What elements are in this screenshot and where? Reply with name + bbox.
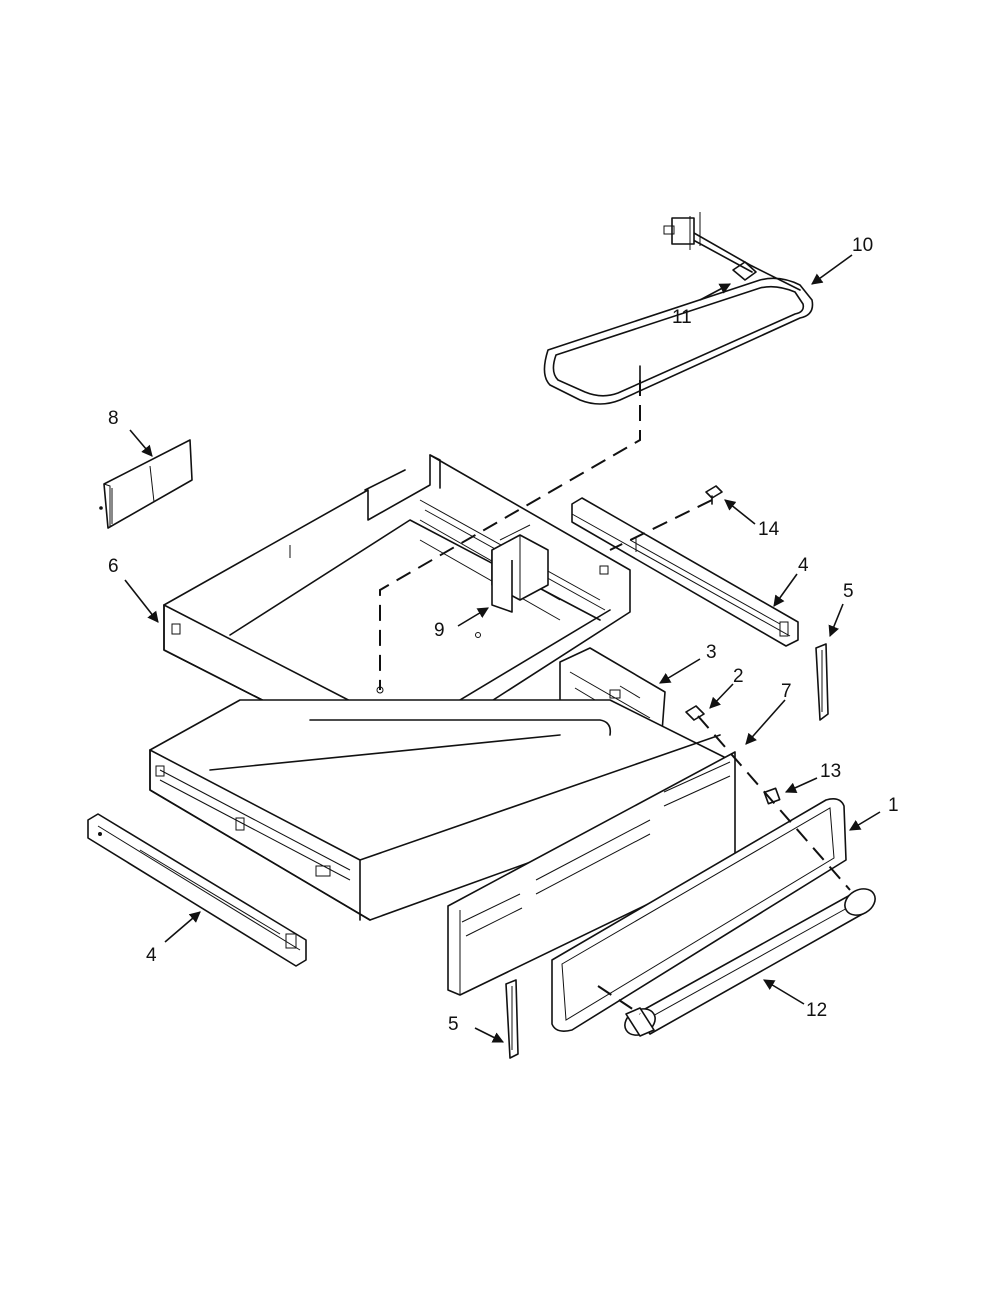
callout-7: 7: [781, 681, 792, 702]
callout-5-left: 5: [448, 1014, 459, 1035]
part-8-side-bracket: [99, 439, 193, 529]
part-5-left-clip: [505, 979, 519, 1059]
part-12-handle: [624, 888, 876, 1037]
callout-3: 3: [706, 642, 717, 663]
callout-8: 8: [108, 408, 119, 429]
callout-1: 1: [888, 795, 899, 816]
callout-11: 11: [672, 307, 692, 328]
drawer-tub: [149, 699, 731, 921]
callout-12: 12: [806, 1000, 827, 1021]
part-4-left-slide: [87, 813, 307, 967]
callout-2: 2: [733, 666, 744, 687]
callout-4-right: 4: [798, 555, 809, 576]
part-9-center-bracket: [491, 524, 549, 613]
part-5-right-clip: [815, 643, 829, 721]
part-2-clip: [685, 705, 705, 721]
callout-4-left: 4: [146, 945, 157, 966]
part-7-inner-panel: [447, 751, 736, 996]
callout-9: 9: [434, 620, 445, 641]
callout-leaders: [124, 254, 881, 1043]
part-1-drawer-front: [551, 798, 847, 1032]
callout-6: 6: [108, 556, 119, 577]
callout-labels: 10 11 8 6 14 4 5 9 3 2 7 13 1 4 12 5: [108, 235, 899, 1035]
part-4-right-slide: [571, 497, 799, 647]
part-10-rack-frame: [543, 212, 814, 405]
callout-10: 10: [852, 235, 873, 256]
callout-5-right: 5: [843, 581, 854, 602]
assembly-dash-lines: [379, 380, 851, 1015]
callout-14: 14: [758, 519, 780, 540]
callout-13: 13: [820, 761, 841, 782]
